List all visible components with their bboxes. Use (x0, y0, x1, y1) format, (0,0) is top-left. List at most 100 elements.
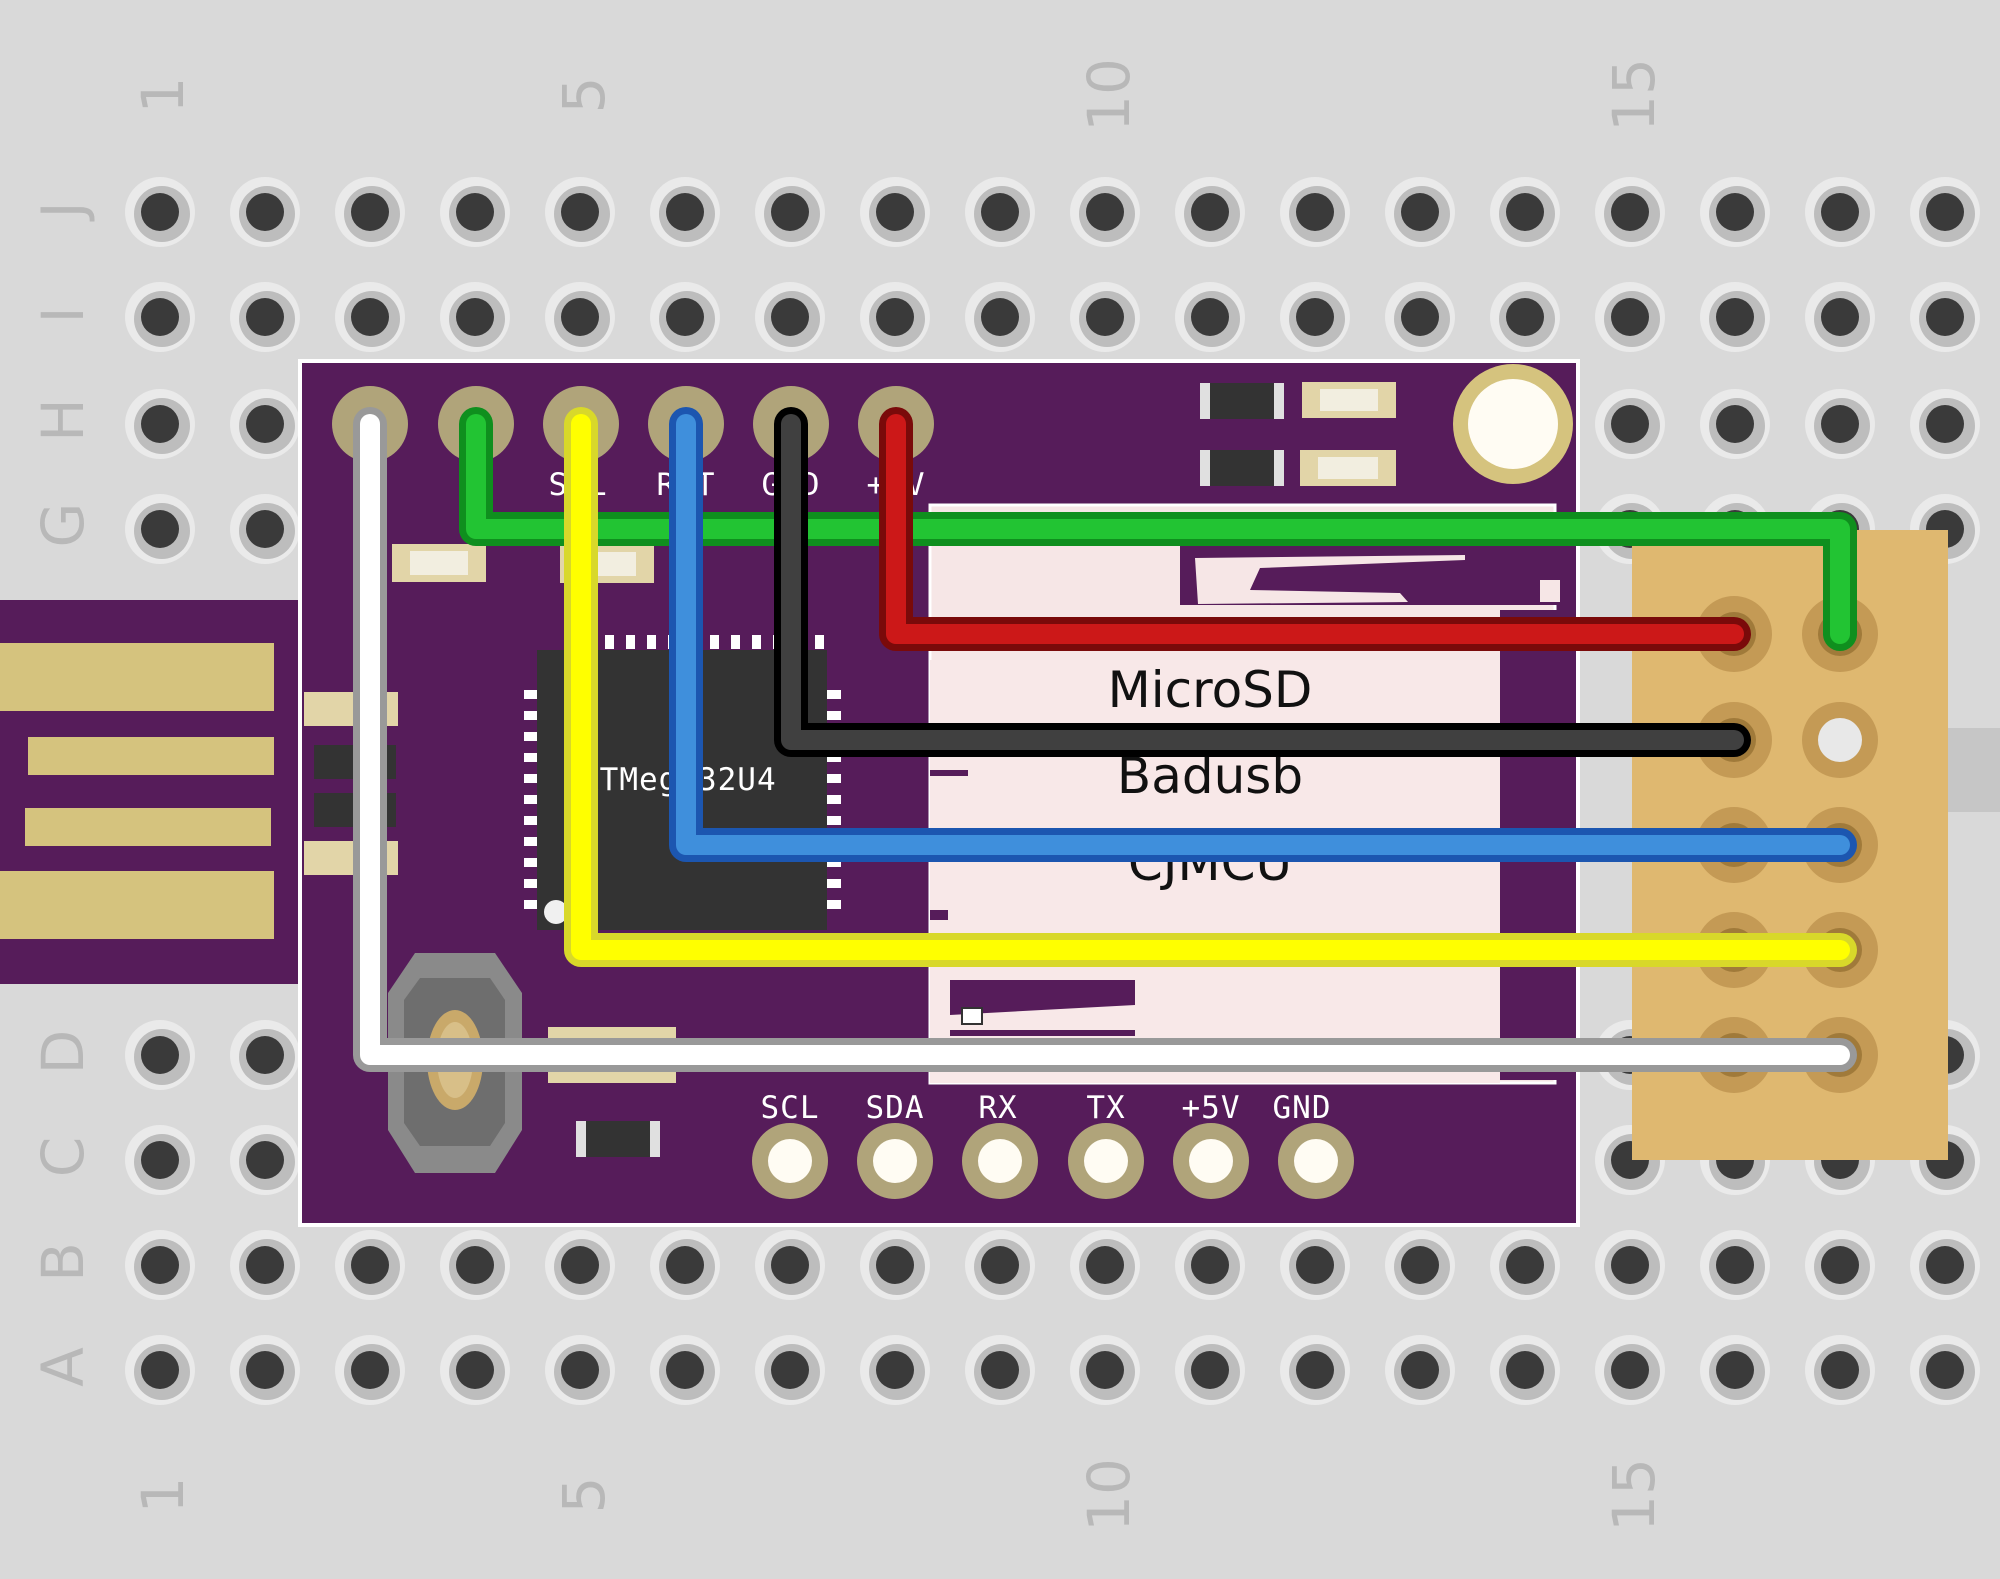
yellow-wire[interactable] (564, 407, 1857, 967)
breadboard-hole[interactable] (860, 282, 930, 352)
breadboard-hole[interactable] (860, 1230, 930, 1300)
breadboard-hole[interactable] (1595, 389, 1665, 459)
breadboard-hole[interactable] (230, 389, 300, 459)
breadboard-hole[interactable] (1070, 177, 1140, 247)
breadboard-hole[interactable] (755, 282, 825, 352)
breadboard-hole[interactable] (1595, 177, 1665, 247)
breadboard-hole[interactable] (1910, 1230, 1980, 1300)
breadboard-hole[interactable] (125, 1020, 195, 1090)
breadboard-hole[interactable] (1910, 282, 1980, 352)
breadboard-hole[interactable] (230, 1335, 300, 1405)
breadboard-hole[interactable] (1175, 282, 1245, 352)
breadboard-hole[interactable] (1490, 1230, 1560, 1300)
breadboard-hole[interactable] (1805, 389, 1875, 459)
header-pin[interactable] (1068, 1123, 1144, 1199)
breadboard-hole[interactable] (1280, 1230, 1350, 1300)
breadboard-hole[interactable] (860, 1335, 930, 1405)
header-pin[interactable] (962, 1123, 1038, 1199)
breadboard-hole[interactable] (335, 1335, 405, 1405)
breadboard-hole[interactable] (1070, 1335, 1140, 1405)
breadboard-hole[interactable] (650, 1230, 720, 1300)
breadboard-hole[interactable] (965, 1230, 1035, 1300)
breadboard-hole[interactable] (1385, 282, 1455, 352)
breadboard-hole[interactable] (545, 1335, 615, 1405)
breadboard-hole[interactable] (1595, 1335, 1665, 1405)
breadboard-hole[interactable] (440, 177, 510, 247)
breadboard-hole[interactable] (1070, 1230, 1140, 1300)
breadboard-hole[interactable] (1490, 177, 1560, 247)
breadboard-hole[interactable] (1175, 177, 1245, 247)
breadboard-hole[interactable] (1910, 177, 1980, 247)
breadboard-hole[interactable] (230, 177, 300, 247)
breadboard-hole[interactable] (1910, 1335, 1980, 1405)
breadboard-hole[interactable] (755, 1230, 825, 1300)
breadboard-hole[interactable] (1280, 282, 1350, 352)
breadboard-hole[interactable] (1805, 1230, 1875, 1300)
blue-wire[interactable] (669, 407, 1857, 862)
breadboard-hole[interactable] (1070, 282, 1140, 352)
breadboard-hole[interactable] (440, 282, 510, 352)
breadboard-hole[interactable] (650, 177, 720, 247)
breadboard-hole[interactable] (965, 1335, 1035, 1405)
breadboard-hole[interactable] (335, 1230, 405, 1300)
breadboard-hole[interactable] (1805, 177, 1875, 247)
breadboard-hole[interactable] (230, 1230, 300, 1300)
breadboard-hole[interactable] (545, 1230, 615, 1300)
breadboard-hole[interactable] (1700, 1335, 1770, 1405)
breadboard-hole[interactable] (1700, 1230, 1770, 1300)
breadboard-hole[interactable] (1175, 1230, 1245, 1300)
breadboard-hole[interactable] (650, 282, 720, 352)
breadboard-hole[interactable] (230, 1020, 300, 1090)
breadboard-hole[interactable] (125, 177, 195, 247)
header-pin[interactable] (1278, 1123, 1354, 1199)
breadboard-hole[interactable] (125, 1335, 195, 1405)
header-pin[interactable] (857, 1123, 933, 1199)
breadboard-hole[interactable] (1910, 389, 1980, 459)
breadboard-hole[interactable] (965, 282, 1035, 352)
breadboard-hole[interactable] (545, 282, 615, 352)
breadboard-hole[interactable] (1805, 1335, 1875, 1405)
breadboard-hole[interactable] (965, 177, 1035, 247)
breadboard-hole[interactable] (545, 177, 615, 247)
breadboard-hole[interactable] (1805, 282, 1875, 352)
breadboard-hole[interactable] (1595, 282, 1665, 352)
breadboard-hole[interactable] (335, 177, 405, 247)
breadboard-hole[interactable] (125, 389, 195, 459)
header-pin[interactable] (1173, 1123, 1249, 1199)
breadboard-hole[interactable] (125, 282, 195, 352)
red-wire[interactable] (879, 407, 1751, 651)
breadboard-hole[interactable] (230, 1125, 300, 1195)
breadboard-hole[interactable] (230, 282, 300, 352)
breadboard-hole[interactable] (1280, 177, 1350, 247)
breadboard-hole[interactable] (125, 494, 195, 564)
breadboard-hole[interactable] (755, 177, 825, 247)
white-wire[interactable] (353, 407, 1857, 1072)
sd-latch (950, 980, 1135, 1015)
connector-pin[interactable] (1802, 702, 1878, 778)
breadboard-hole[interactable] (650, 1335, 720, 1405)
breadboard-hole[interactable] (1700, 282, 1770, 352)
header-pin[interactable] (752, 1123, 828, 1199)
breadboard-hole[interactable] (1175, 1335, 1245, 1405)
breadboard-hole[interactable] (335, 282, 405, 352)
breadboard-hole[interactable] (125, 1230, 195, 1300)
breadboard-hole[interactable] (1385, 177, 1455, 247)
breadboard-hole[interactable] (230, 494, 300, 564)
breadboard-hole[interactable] (1490, 1335, 1560, 1405)
breadboard-hole[interactable] (1385, 1335, 1455, 1405)
breadboard-hole[interactable] (440, 1230, 510, 1300)
breadboard-hole[interactable] (1490, 282, 1560, 352)
breadboard-hole[interactable] (755, 1335, 825, 1405)
black-wire[interactable] (774, 407, 1751, 757)
breadboard-hole[interactable] (1700, 389, 1770, 459)
breadboard-hole[interactable] (440, 1335, 510, 1405)
chip-pin (524, 795, 538, 804)
breadboard-hole[interactable] (860, 177, 930, 247)
breadboard-hole[interactable] (1385, 1230, 1455, 1300)
breadboard-hole[interactable] (1280, 1335, 1350, 1405)
breadboard-hole[interactable] (1595, 1230, 1665, 1300)
reset-button[interactable] (388, 953, 522, 1173)
green-wire[interactable] (459, 407, 1857, 651)
breadboard-hole[interactable] (1700, 177, 1770, 247)
breadboard-hole[interactable] (125, 1125, 195, 1195)
